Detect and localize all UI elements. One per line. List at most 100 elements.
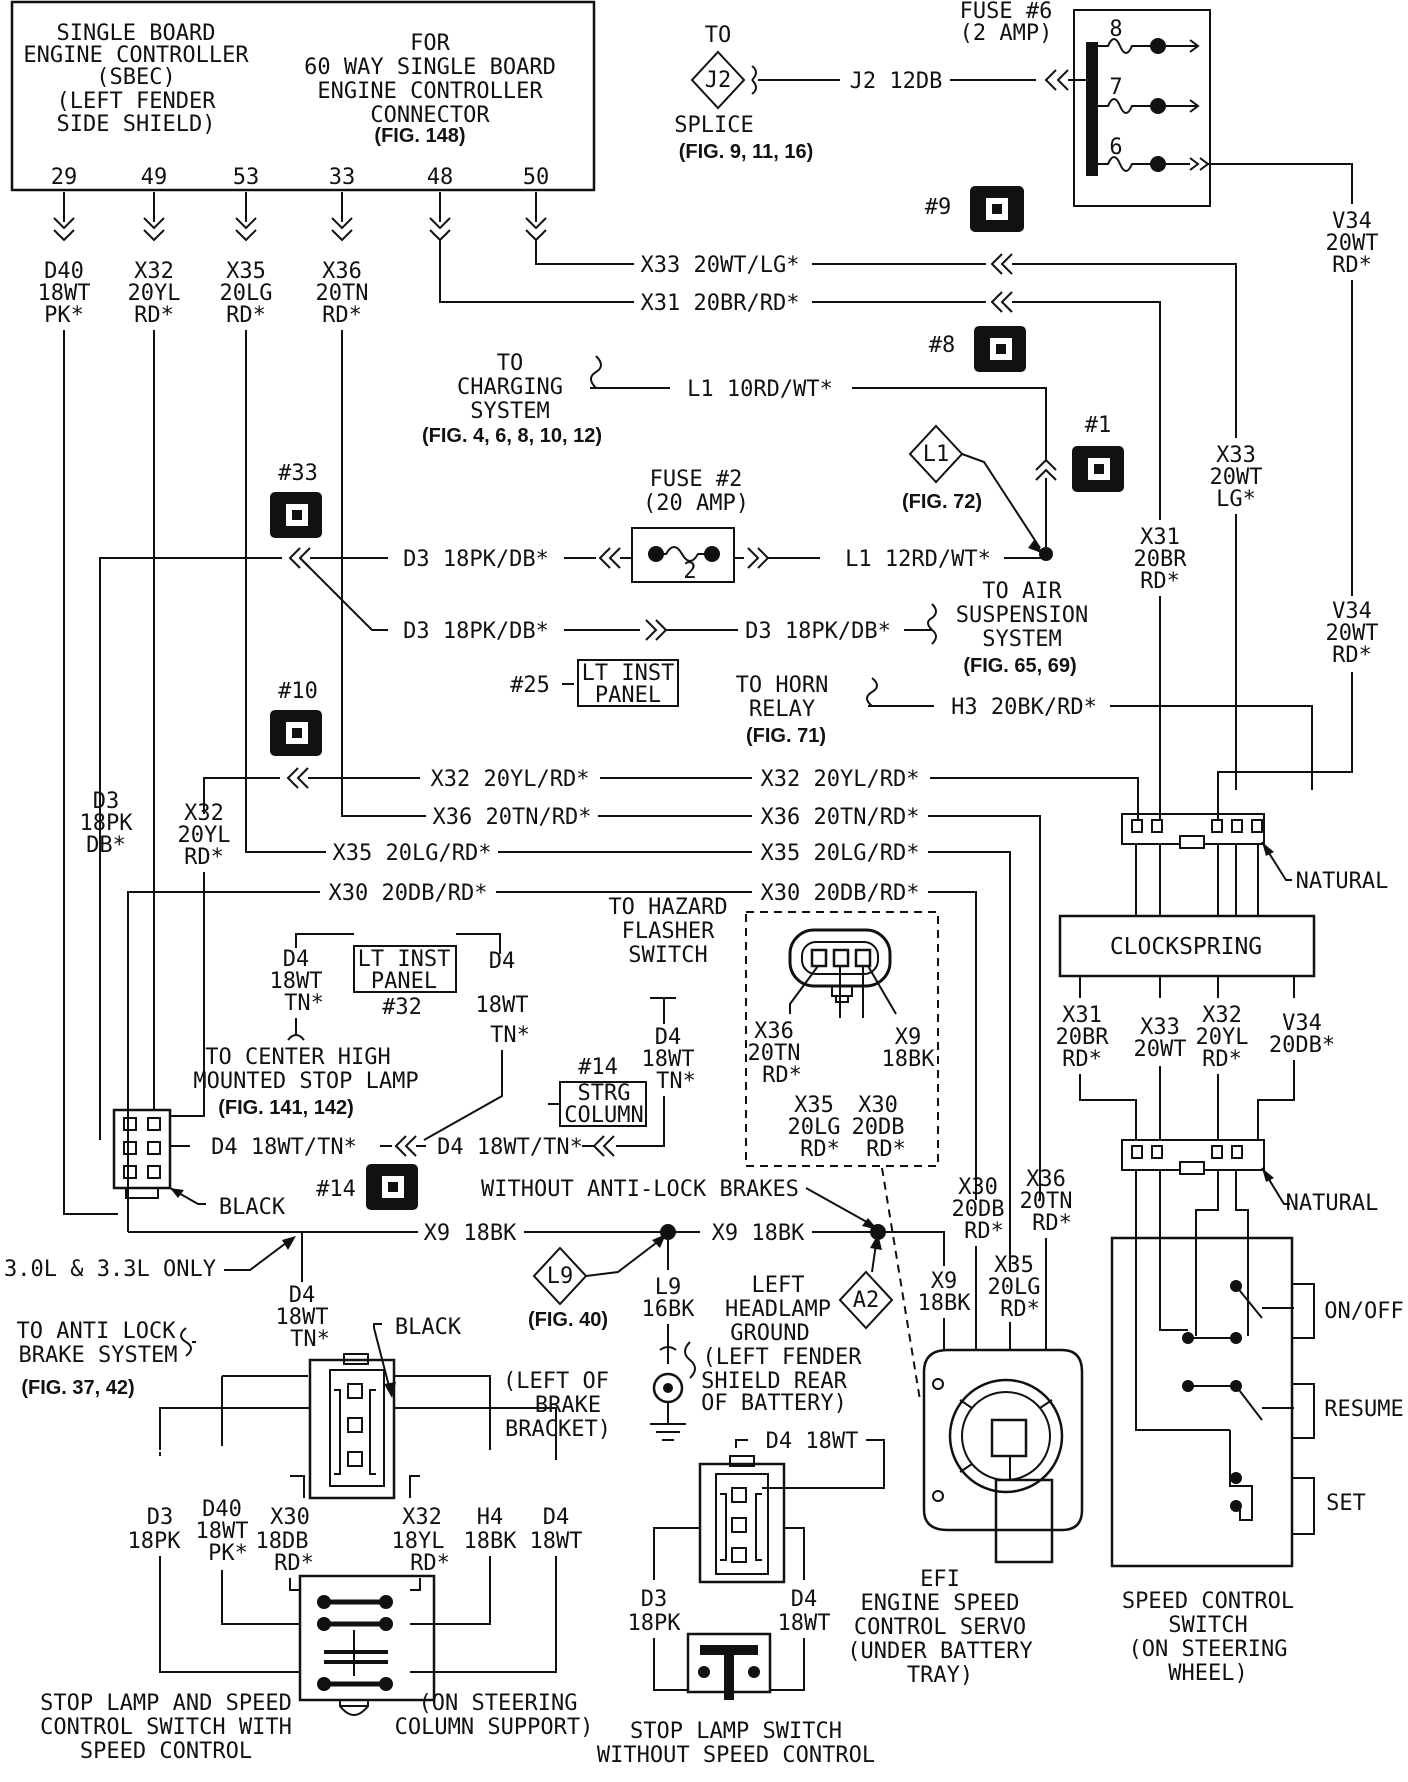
v34-mid-3: RD* [1332, 643, 1372, 668]
horn-2: RELAY [749, 697, 815, 722]
clockspring-wires-bottom [1079, 976, 1295, 998]
x32-wire-b [930, 777, 1139, 820]
sw-d40-3: PK* [208, 1541, 248, 1566]
fuse6-pin-7: 7 [1109, 75, 1122, 100]
abs-fig: (FIG. 37, 42) [21, 1377, 134, 1399]
pin-49: 49 [141, 165, 168, 190]
x32-left-1: X32 [184, 801, 224, 826]
fuse6-dot-8 [1150, 38, 1166, 54]
cs-v34-1: V34 [1282, 1011, 1322, 1036]
clockspring-connector-top [1121, 813, 1265, 849]
l9-diamond: L9 [532, 1246, 588, 1306]
sc-x36-1: X36 [754, 1019, 794, 1044]
x31-label: X31 20BR/RD* [641, 291, 800, 316]
air-1: TO AIR [982, 579, 1062, 604]
cs-x33-2: 20WT [1134, 1037, 1187, 1062]
x35-wire-b [928, 851, 1011, 1270]
resume-label: RESUME [1324, 1397, 1403, 1422]
a2-label: A2 [853, 1288, 880, 1313]
charging-3: SYSTEM [470, 399, 549, 424]
fuse6-dot-6 [1150, 156, 1166, 172]
conn14b-icon [366, 1164, 418, 1210]
stop-sc-lower-wires [159, 1556, 557, 1673]
x30-wire-b [928, 891, 977, 1200]
lt-inst2-wires [295, 933, 501, 954]
splice-id: J2 [705, 68, 732, 93]
l1-diamond: L1 [908, 424, 964, 484]
x9-wire-right [812, 1231, 945, 1266]
left-brake-1: (LEFT OF [503, 1369, 609, 1394]
x32-left-wire [170, 872, 205, 1117]
servo-title-5: TRAY) [907, 1663, 973, 1688]
fuse6-bus [1086, 42, 1098, 176]
pin-48: 48 [427, 165, 454, 190]
left-brake-3: BRACKET) [505, 1417, 611, 1442]
x9-label-a: X9 18BK [424, 1221, 517, 1246]
j2-wire-b [950, 69, 1092, 91]
x30-label-a: X30 20DB/RD* [329, 881, 488, 906]
v34-wire-top [1208, 163, 1353, 204]
sw-d4-2: 18WT [530, 1529, 583, 1554]
conn33-icon [270, 492, 322, 538]
x36-v-3: RD* [1032, 1211, 1072, 1236]
a2-diamond: A2 [838, 1270, 894, 1330]
x30-v-1: X30 [958, 1175, 998, 1200]
stop-lamp-switch-lower [686, 1632, 772, 1700]
sw-x32-1: X32 [402, 1505, 442, 1530]
fuse6-pins: 8 7 6 [1109, 17, 1122, 160]
sc-x35-2: 20LG [788, 1115, 841, 1140]
engine-only-label: 3.0L & 3.3L ONLY [4, 1257, 216, 1282]
stop-sc-title-2: CONTROL SWITCH WITH [40, 1715, 292, 1740]
clockspring-wires-top [1135, 844, 1259, 916]
lt-inst-2: PANEL [595, 683, 661, 708]
d4-1-a: D4 [283, 947, 310, 972]
d3-label-2: D3 18PK/DB* [403, 619, 549, 644]
engine-only-leader [224, 1239, 291, 1271]
l1-diamond-label: L1 [923, 442, 950, 467]
stop-lamp-lower-wires [653, 1638, 805, 1691]
servo-conn-labels: X36 20TN RD* X9 18BK X35 20LG RD* X30 20… [748, 1019, 936, 1162]
d4-a-label: D4 18WT/TN* [211, 1135, 357, 1160]
headlamp-2: HEADLAMP [725, 1297, 831, 1322]
sw-d3-1: D3 [147, 1505, 174, 1530]
l1-10-wire-a [590, 355, 670, 389]
stop-sc-outer-wires [159, 1375, 557, 1498]
sc-x9-2: 18BK [882, 1047, 936, 1072]
sc-x30-2: 20DB [852, 1115, 905, 1140]
l9-label: L9 [547, 1264, 574, 1289]
sw-d40-2: 18WT [196, 1519, 249, 1544]
sbec-line1: SINGLE BOARD [57, 21, 216, 46]
x32-label-b: X32 20YL/RD* [761, 767, 920, 792]
for60-line1: FOR [410, 31, 450, 56]
stop-nosc-1: STOP LAMP SWITCH [630, 1719, 842, 1744]
d3-wire-left [99, 547, 388, 1140]
wire-x35: X35 [226, 259, 266, 284]
d4-top-wire [762, 1439, 885, 1489]
fig148-label: (FIG. 148) [374, 125, 465, 147]
servo-title-2: ENGINE SPEED [861, 1591, 1020, 1616]
wire-x32-g: 20YL [128, 281, 181, 306]
fuse6-title: FUSE #6 [960, 0, 1053, 24]
sw-d3-2: 18PK [128, 1529, 182, 1554]
l9-wire-2: 16BK [642, 1297, 696, 1322]
black2-label: BLACK [395, 1315, 462, 1340]
sw-h4-2: 18BK [464, 1529, 518, 1554]
servo-dashed-leader [881, 1167, 921, 1401]
cs-x31-1: X31 [1062, 1003, 1102, 1028]
for60-line3: ENGINE CONTROLLER [317, 79, 543, 104]
v34-mid-1: V34 [1332, 599, 1372, 624]
fig72-label: (FIG. 72) [902, 491, 982, 513]
d3-left-1: D3 [93, 789, 120, 814]
conn33-label: #33 [278, 461, 318, 486]
x36-label-b: X36 20TN/RD* [761, 805, 920, 830]
cs-x32-3: RD* [1202, 1047, 1242, 1072]
l9-arrow [652, 1234, 666, 1248]
lt-inst2-1: LT INST [358, 947, 451, 972]
scs-title-3: (ON STEERING [1129, 1637, 1288, 1662]
fuse6-pin-6: 6 [1109, 135, 1122, 160]
x36-wire-b [928, 815, 1041, 1200]
d3-wire-row2 [564, 619, 738, 641]
charging-2: CHARGING [457, 375, 563, 400]
sc-x30-3: RD* [866, 1137, 906, 1162]
d3-wire-mid [564, 547, 632, 569]
